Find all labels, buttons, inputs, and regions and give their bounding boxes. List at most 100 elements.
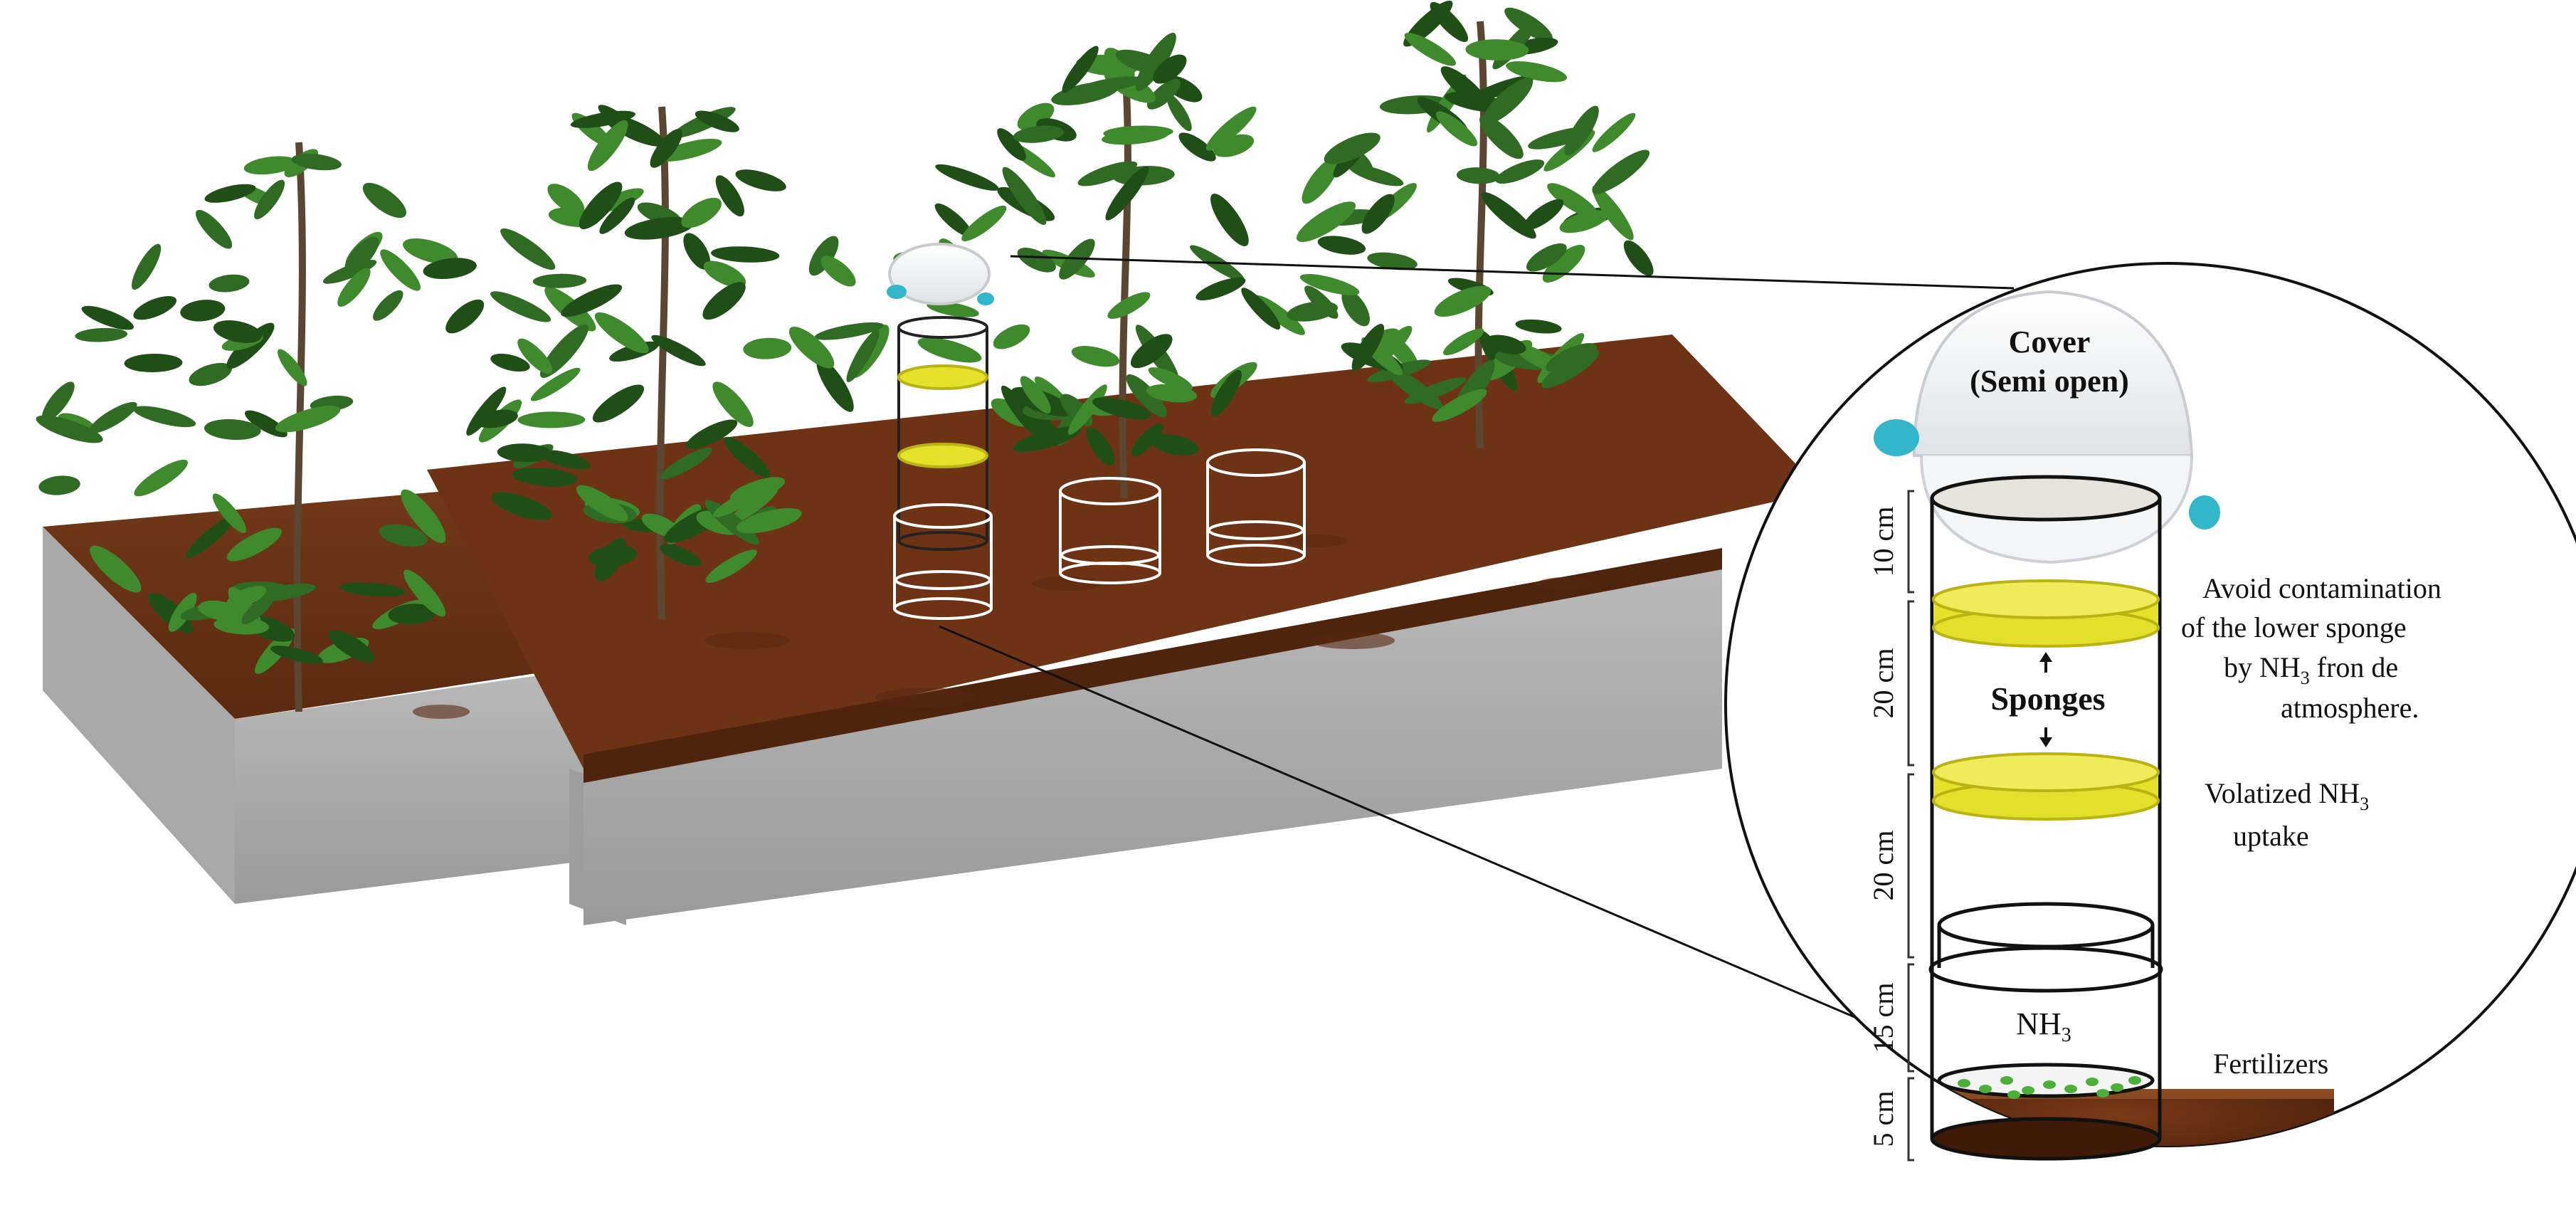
- leaf: [846, 330, 880, 382]
- leaf: [189, 362, 232, 386]
- coffee-plant: [466, 105, 890, 620]
- leaf: [727, 488, 778, 525]
- leaf: [1017, 102, 1055, 131]
- leaf: [1559, 210, 1609, 233]
- leaf: [814, 322, 884, 340]
- leaf: [736, 507, 802, 534]
- leaf: [1071, 346, 1120, 367]
- leaf: [715, 175, 744, 217]
- sponges-label: Sponges: [1990, 680, 2105, 717]
- leaf: [278, 349, 307, 386]
- leaf: [403, 569, 446, 617]
- leaf: [713, 490, 759, 517]
- leaf: [1178, 132, 1216, 162]
- leaf: [592, 384, 645, 423]
- leaf: [1210, 194, 1249, 246]
- slab-left-front: [43, 527, 235, 904]
- leaf: [291, 153, 342, 171]
- leaf: [1105, 166, 1149, 221]
- leaf: [1404, 33, 1456, 66]
- leaf: [1434, 285, 1492, 317]
- inner-cylinder: [1928, 902, 2163, 1098]
- leaf: [1479, 115, 1524, 159]
- leaf: [1317, 236, 1366, 255]
- fertilizer-granule: [2128, 1076, 2141, 1085]
- leaf: [735, 169, 786, 191]
- leaf: [656, 138, 722, 162]
- fertilizer-granule: [2111, 1083, 2123, 1092]
- leaf: [275, 405, 341, 433]
- upper-sponge: [1932, 579, 2160, 648]
- coffee-plant: [1296, 0, 1654, 449]
- leaf: [75, 327, 128, 342]
- dimension-brackets: [1907, 490, 1914, 1162]
- leaf: [81, 305, 134, 330]
- leaf: [1299, 273, 1360, 295]
- leaf: [660, 544, 702, 567]
- leaf: [1020, 376, 1051, 414]
- leaf: [1150, 434, 1200, 456]
- dim-20cm-upper: 20 cm: [1867, 648, 1899, 719]
- leaf: [961, 205, 1007, 241]
- leaf: [213, 616, 270, 635]
- leaf: [1526, 243, 1567, 272]
- leaf: [651, 335, 706, 367]
- leaf: [185, 515, 236, 559]
- leaf: [1146, 78, 1181, 110]
- leaf: [587, 120, 628, 172]
- leaf: [1440, 66, 1489, 108]
- leaf: [344, 236, 379, 273]
- leaf: [685, 419, 738, 449]
- upper-note-line3: by NH3 fron de: [2224, 651, 2398, 688]
- leaf: [703, 260, 746, 288]
- slab-right-side: [584, 562, 1722, 925]
- leaf: [532, 273, 587, 288]
- leaf: [594, 312, 649, 354]
- leaf: [1546, 343, 1598, 372]
- leaf: [213, 320, 263, 343]
- leaf: [1481, 191, 1536, 239]
- leaf: [1017, 248, 1056, 273]
- leaf: [1002, 167, 1047, 226]
- leaf: [1077, 161, 1138, 186]
- leaf: [133, 295, 177, 320]
- fertilizer-granule: [2096, 1089, 2109, 1097]
- field-ground: [43, 335, 1822, 925]
- leaf: [712, 381, 754, 427]
- leaf: [491, 492, 552, 520]
- upper-note-line2: of the lower sponge: [2181, 611, 2407, 643]
- fertilizer-granule: [2043, 1080, 2056, 1089]
- leaf: [1592, 149, 1650, 194]
- leaf: [1302, 157, 1340, 204]
- leaf: [743, 337, 792, 359]
- fertilizer-granule: [2000, 1076, 2013, 1085]
- leaf: [466, 386, 507, 436]
- leaf: [1430, 1, 1469, 42]
- leaf: [1404, 377, 1467, 404]
- leaf: [36, 415, 103, 443]
- leaf: [702, 282, 746, 320]
- leaf: [624, 216, 694, 240]
- leaf: [401, 489, 446, 544]
- leaf: [1547, 183, 1599, 219]
- leaf: [1001, 385, 1042, 439]
- leaf: [226, 527, 282, 562]
- leaf: [816, 358, 854, 412]
- leaf: [1013, 125, 1064, 143]
- leaf: [423, 258, 477, 280]
- leaf: [1443, 328, 1484, 356]
- leaf: [547, 184, 585, 215]
- lower-sponge: [1932, 752, 2160, 821]
- leaf: [490, 291, 551, 322]
- leaf: [1361, 194, 1395, 234]
- leaf: [204, 184, 256, 203]
- leaf: [724, 436, 771, 478]
- leaf: [1104, 48, 1135, 81]
- field-chamber-2: [1059, 477, 1161, 584]
- coffee-plant: [893, 33, 1338, 499]
- leaf: [1495, 159, 1545, 184]
- dim-5cm: 5 cm: [1867, 1091, 1899, 1147]
- leaf: [1623, 240, 1654, 276]
- leaf: [1126, 374, 1167, 418]
- leaf: [530, 367, 581, 401]
